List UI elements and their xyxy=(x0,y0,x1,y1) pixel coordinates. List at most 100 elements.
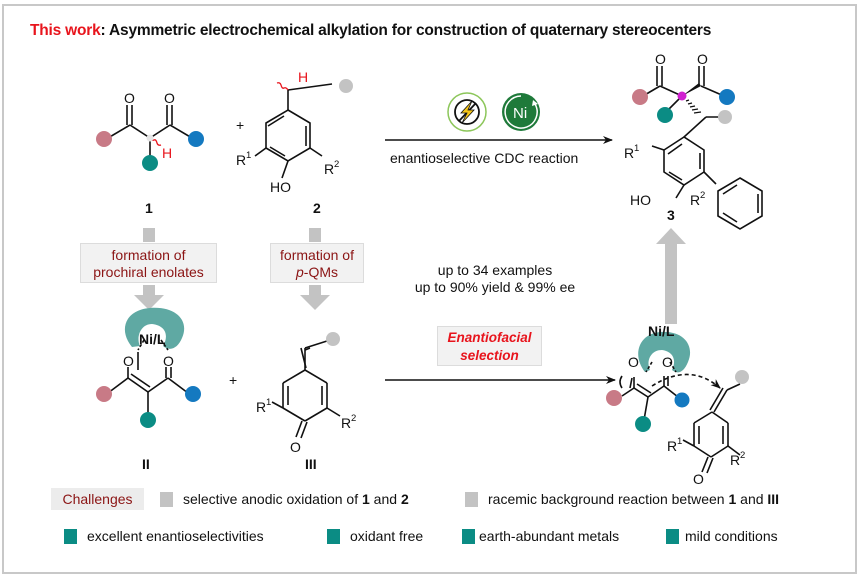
nickel-label: Ni xyxy=(513,105,527,122)
atom-ho: HO xyxy=(630,192,651,208)
advantage-text: earth-abundant metals xyxy=(479,528,620,544)
substituent-teal-dot xyxy=(142,155,158,171)
atom-r2: R xyxy=(690,192,700,208)
substituent-gray-dot xyxy=(718,110,732,124)
ni-ligand-shape xyxy=(124,307,185,349)
compound-ref: 2 xyxy=(400,491,409,507)
scope-examples: up to 34 examples xyxy=(437,262,553,278)
atom-o: O xyxy=(655,51,666,67)
pqm-formation-box: formation of p-QMs xyxy=(270,243,364,283)
advantage-item: mild conditions xyxy=(666,528,778,544)
ni-ligand-label: Ni/L xyxy=(648,323,675,339)
atom-r2-superscript: 2 xyxy=(700,190,705,201)
atom-r2-superscript: 2 xyxy=(351,413,356,424)
qm-suffix: -QMs xyxy=(303,264,338,280)
box-line: prochiral enolates xyxy=(93,264,204,280)
substituent-gray-dot xyxy=(339,79,353,93)
atom-r2: R xyxy=(730,452,740,468)
teal-square-bullet-icon xyxy=(327,529,340,544)
title-highlight: This work xyxy=(30,22,101,39)
atom-o: O xyxy=(290,439,301,455)
teal-square-bullet-icon xyxy=(666,529,679,544)
atom-r1-superscript: 1 xyxy=(266,397,271,408)
compound-ref: 1 xyxy=(362,491,370,507)
box-line: Enantiofacial xyxy=(447,330,532,345)
atom-r1-superscript: 1 xyxy=(634,143,639,154)
compound-label-1: 1 xyxy=(145,200,153,216)
atom-o: O xyxy=(123,353,134,369)
atom-h-red: H xyxy=(162,145,172,161)
atom-r2: R xyxy=(324,161,334,177)
quaternary-stereocenter-marker xyxy=(677,91,687,101)
atom-o: O xyxy=(124,90,135,106)
substituent-teal-dot xyxy=(140,412,156,428)
scope-yield-ee: up to 90% yield & 99% ee xyxy=(414,279,576,295)
gray-square-bullet-icon xyxy=(160,492,173,507)
box-line: p-QMs xyxy=(271,264,363,281)
compound-2 xyxy=(254,82,333,179)
plus-sign: + xyxy=(229,372,237,388)
challenge-text: racemic background reaction between xyxy=(488,491,729,507)
challenge-text: selective anodic oxidation of xyxy=(183,491,362,507)
advantage-item: excellent enantioselectivities xyxy=(64,528,264,544)
challenge-text: and xyxy=(369,491,401,507)
enolate-formation-box: formation of prochiral enolates xyxy=(80,243,217,283)
teal-square-bullet-icon xyxy=(64,529,77,544)
substituent-gray-dot xyxy=(326,332,340,346)
atom-r2-superscript: 2 xyxy=(740,450,745,461)
box-line: selection xyxy=(460,348,519,363)
atom-r1-superscript: 1 xyxy=(246,150,251,161)
atom-o: O xyxy=(662,354,673,370)
atom-r1-superscript: 1 xyxy=(677,436,682,447)
advantage-item: oxidant free xyxy=(327,528,423,544)
compound-3 xyxy=(642,66,763,230)
atom-h-red: H xyxy=(298,69,308,85)
compound-label-3: 3 xyxy=(667,207,675,223)
lightning-bolt-icon xyxy=(460,100,475,124)
compound-ref: III xyxy=(767,491,780,507)
nickel-catalyst-icon: Ni xyxy=(502,93,540,131)
challenge-text: and xyxy=(736,491,768,507)
atom-r2: R xyxy=(341,415,351,431)
substituent-blue-dot xyxy=(719,89,735,105)
substituent-pink-dot xyxy=(632,89,648,105)
transition-state: Ni/L O O R 1 R 2 O xyxy=(606,323,749,487)
advantage-text: oxidant free xyxy=(350,528,424,544)
challenge-item: racemic background reaction between 1 an… xyxy=(465,491,779,507)
atom-o: O xyxy=(164,90,175,106)
intermediate-III: R 1 R 2 O III xyxy=(256,332,356,472)
box-line: formation of xyxy=(111,247,186,263)
compound-3-aryl xyxy=(651,116,717,199)
atom-r1: R xyxy=(667,438,677,454)
substituent-blue-dot xyxy=(185,386,201,402)
process-arrow-down-2 xyxy=(300,228,330,310)
substituent-pink-dot xyxy=(96,386,112,402)
atom-o: O xyxy=(163,353,174,369)
compound-1 xyxy=(107,105,193,160)
title-text: : Asymmetric electrochemical alkylation … xyxy=(100,22,712,39)
substituent-blue-dot xyxy=(674,392,690,408)
intermediate-II: Ni/L O O II xyxy=(96,307,201,472)
substituent-pink-dot xyxy=(96,131,112,147)
alpha-carbon-marker xyxy=(146,134,154,142)
atom-r1: R xyxy=(624,145,634,161)
plus-sign: + xyxy=(236,117,244,133)
process-arrow-down-1 xyxy=(134,228,164,310)
compound-label-2: 2 xyxy=(313,200,321,216)
atom-o: O xyxy=(693,471,704,487)
process-arrow-up xyxy=(656,228,686,324)
substituent-teal-dot xyxy=(635,416,651,432)
ni-ligand-label: Ni/L xyxy=(139,331,166,347)
substituent-teal-dot xyxy=(657,107,673,123)
atom-r2-superscript: 2 xyxy=(334,159,339,170)
atom-o: O xyxy=(628,354,639,370)
advantage-text: mild conditions xyxy=(685,528,778,544)
atom-r1: R xyxy=(256,399,266,415)
scheme-title: This work: Asymmetric electrochemical al… xyxy=(30,22,711,40)
atom-ho: HO xyxy=(270,179,291,195)
advantage-item: earth-abundant metals xyxy=(462,528,619,544)
atom-o: O xyxy=(697,51,708,67)
wedge-bond xyxy=(682,83,701,96)
ni-ligand-shape xyxy=(638,331,691,373)
